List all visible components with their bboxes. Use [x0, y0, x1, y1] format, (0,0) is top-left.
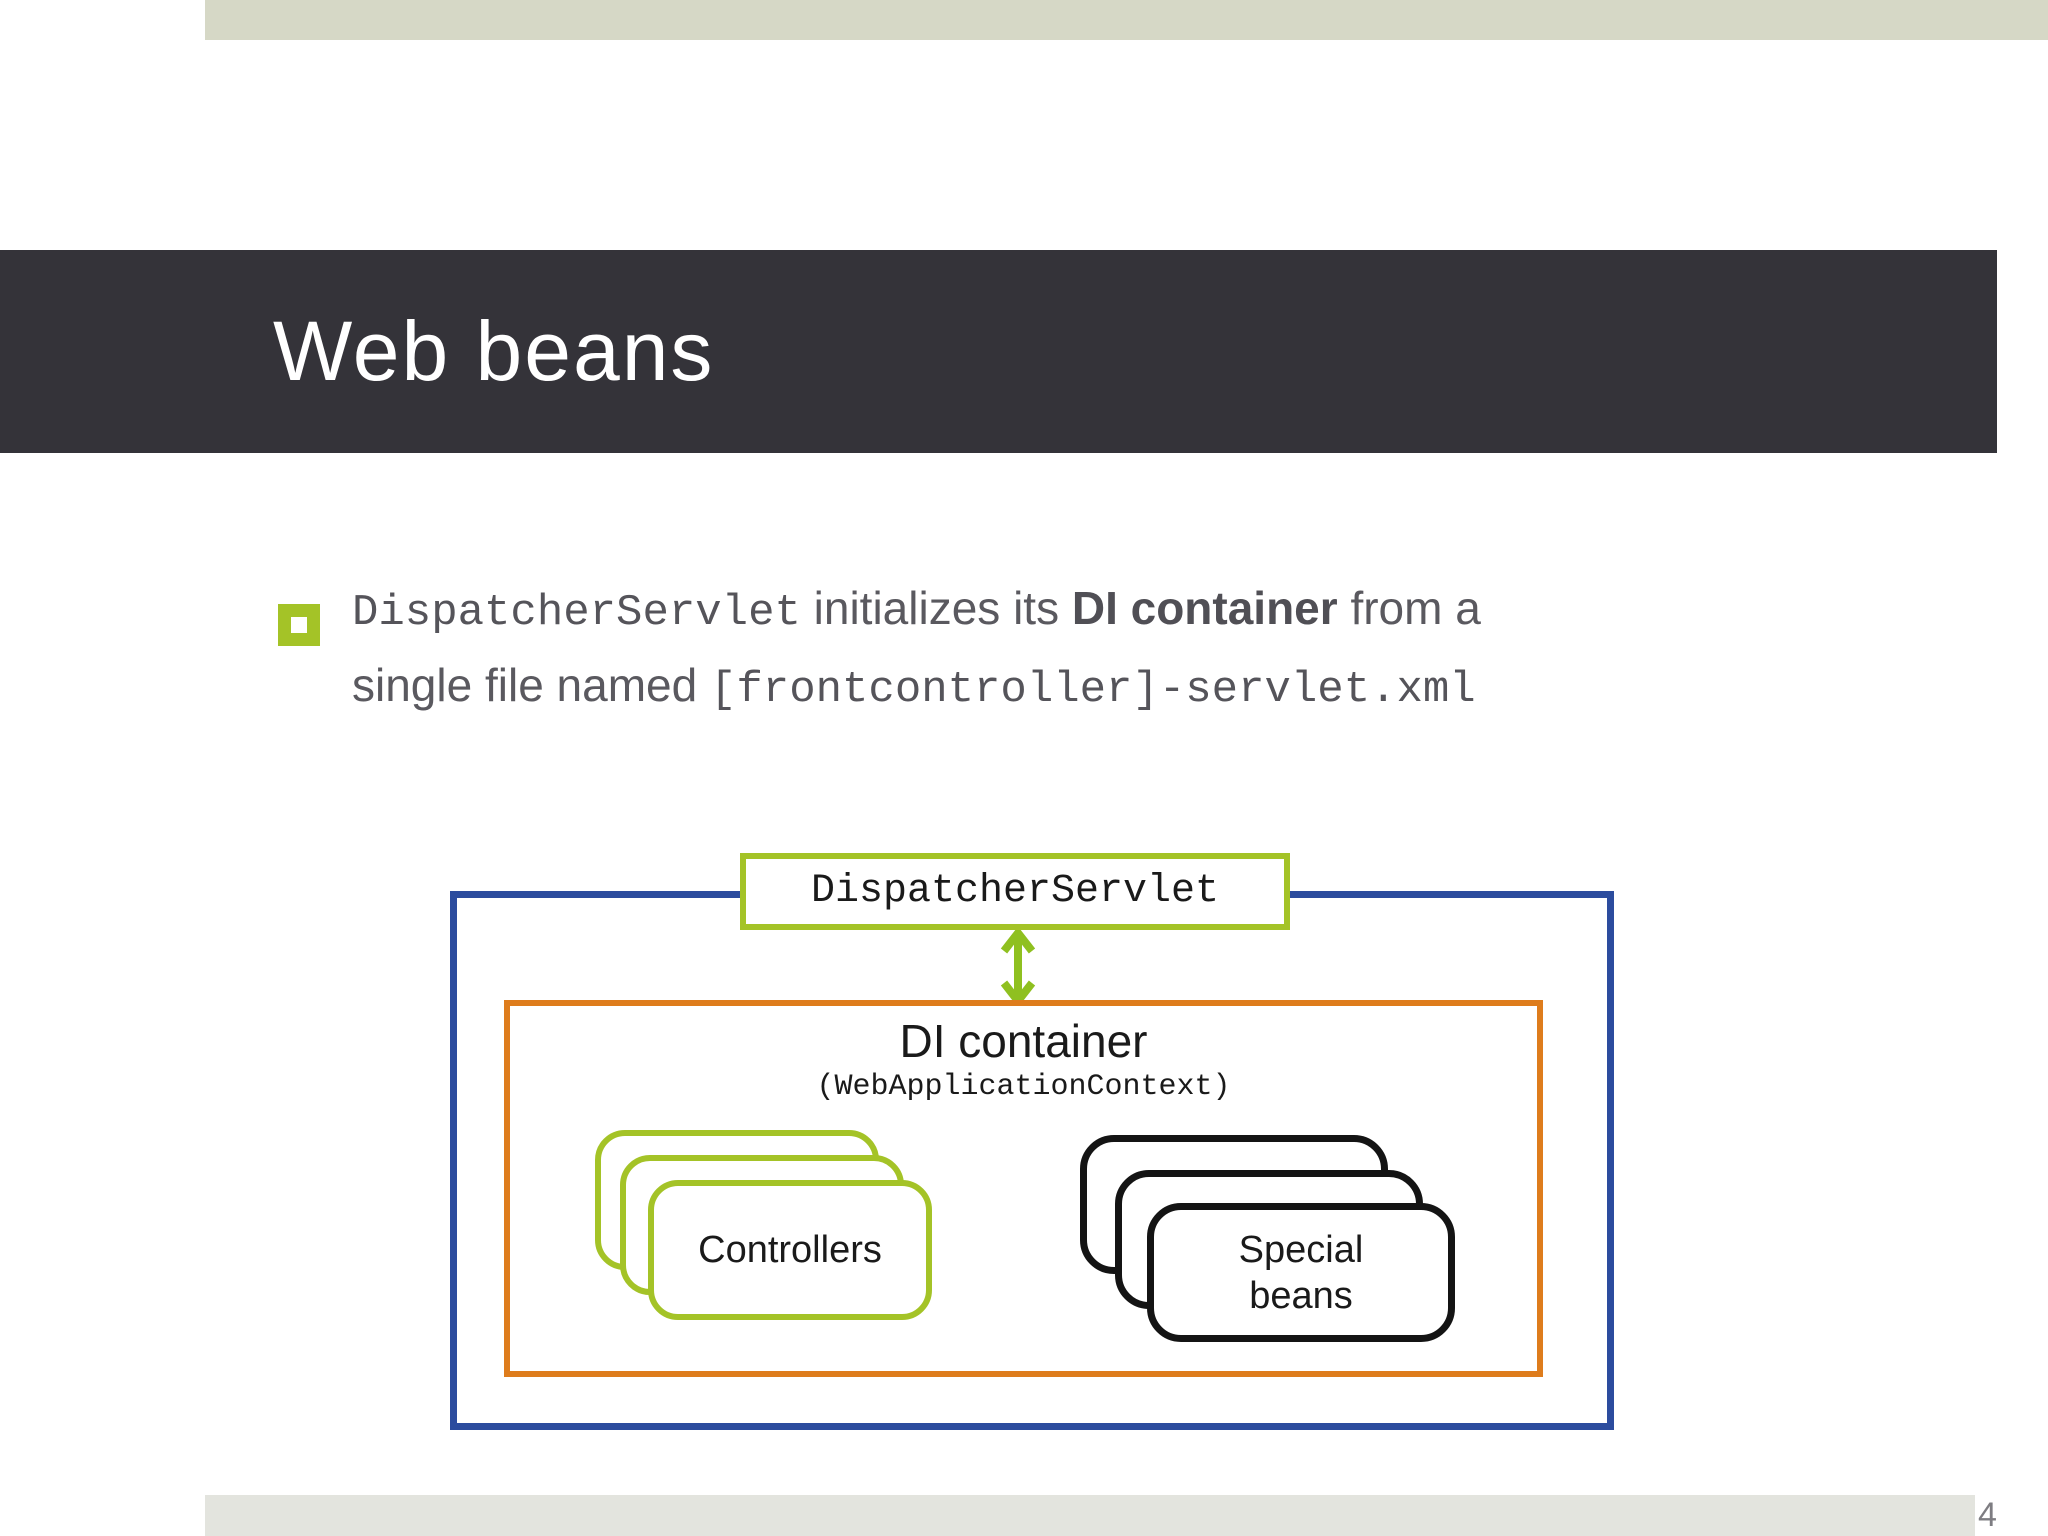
di-container-title: DI container — [899, 1015, 1148, 1067]
bullet-text-lead: single file named — [352, 659, 710, 711]
bullet-paragraph: DispatcherServlet initializes its DI con… — [352, 572, 1952, 726]
dispatcher-servlet-box: DispatcherServlet — [740, 853, 1290, 930]
bullet-text-bold: DI container — [1071, 582, 1338, 634]
bullet-square-icon — [278, 604, 320, 646]
bottom-accent-strip — [205, 1495, 1975, 1536]
special-beans-label: Special beans — [1238, 1228, 1364, 1317]
bullet-text-mid: initializes its — [800, 582, 1072, 634]
di-container-box: DI container (WebApplicationContext) Con… — [504, 1000, 1543, 1377]
title-band: Web beans — [0, 250, 1997, 453]
code-servlet-xml: [frontcontroller]-servlet.xml — [709, 665, 1476, 715]
bidirectional-arrow-icon — [1000, 929, 1036, 1005]
controllers-card-front: Controllers — [648, 1180, 932, 1320]
slide-title: Web beans — [273, 304, 715, 398]
code-dispatcherservlet: DispatcherServlet — [352, 588, 801, 638]
bullet-text-tail: from a — [1337, 582, 1481, 634]
dispatcher-servlet-label: DispatcherServlet — [810, 869, 1220, 914]
special-beans-card-front: Special beans — [1147, 1203, 1455, 1342]
controllers-label: Controllers — [698, 1229, 882, 1271]
bullet-line-2: single file named [frontcontroller]-serv… — [352, 649, 1952, 726]
bullet-line-1: DispatcherServlet initializes its DI con… — [352, 572, 1952, 649]
top-accent-strip — [205, 0, 2048, 40]
page-number: 4 — [1978, 1496, 1997, 1534]
di-container-subtitle: (WebApplicationContext) — [816, 1070, 1231, 1104]
